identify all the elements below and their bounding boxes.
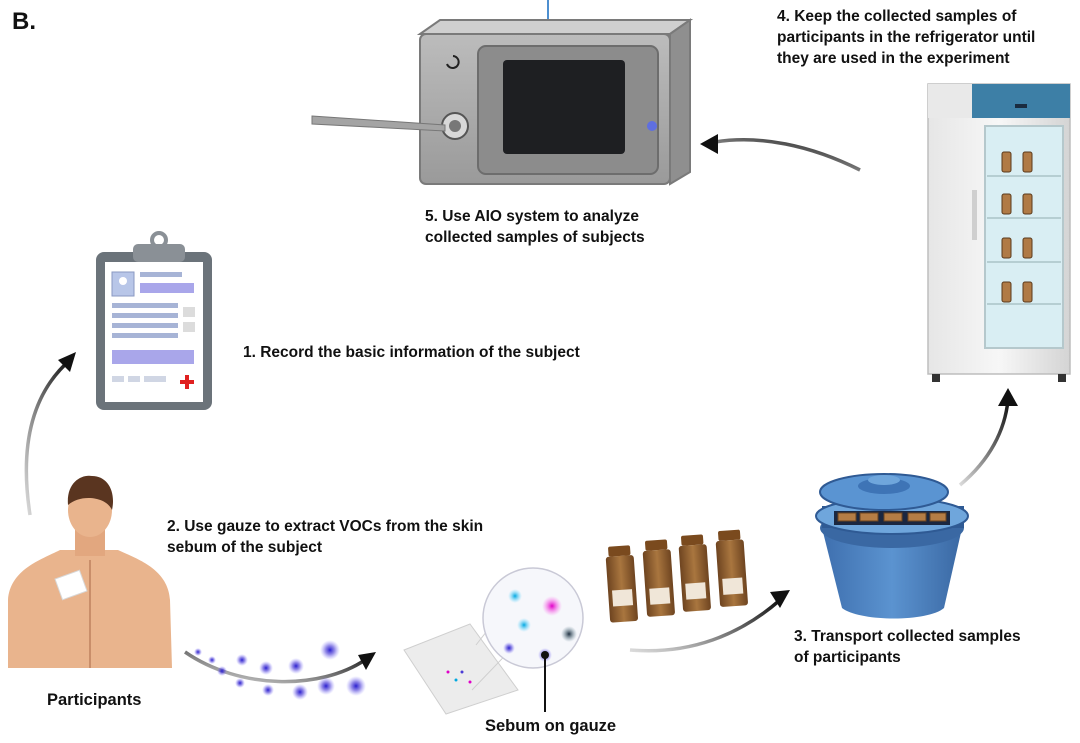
gauze-icon [403,567,584,715]
refrigerator-icon [927,83,1071,382]
arrow-vocs-to-gauze [184,650,376,684]
arrow-participant-to-clipboard [24,352,76,516]
participant-back-icon [8,475,172,668]
arrow-fridge-to-device [700,134,861,172]
aio-device-icon [311,0,694,186]
participants-label: Participants [47,691,142,709]
sample-vials-icon [605,529,748,623]
step-3-label: 3. Transport collected samples of partic… [794,628,1021,666]
step-5-label: 5. Use AIO system to analyze collected s… [425,208,645,246]
arrow-gauze-to-cooler [629,590,790,653]
step-2-label: 2. Use gauze to extract VOCs from the sk… [167,518,484,556]
step-4-label: 4. Keep the collected samples of partici… [777,8,1036,67]
cooler-box-icon [815,473,969,619]
voc-particles [194,640,366,700]
sebum-on-gauze-label: Sebum on gauze [485,717,617,735]
clipboard-icon [96,231,212,410]
panel-label: B. [12,8,36,35]
arrow-cooler-to-fridge [958,388,1018,487]
step-1-label: 1. Record the basic information of the s… [243,344,580,361]
